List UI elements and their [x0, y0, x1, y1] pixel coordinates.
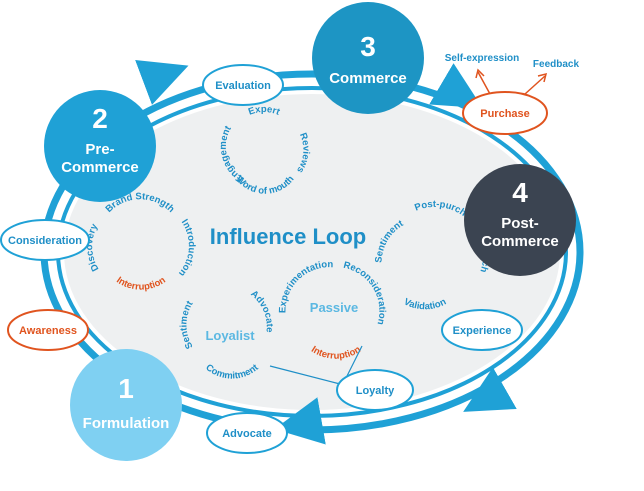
- purchase-branch-right: [524, 75, 546, 95]
- arrowhead-left: [475, 68, 485, 79]
- node-purchase[interactable]: Purchase: [462, 91, 548, 135]
- stage-3-commerce[interactable]: 3 Commerce: [312, 2, 424, 114]
- consideration-label: Consideration: [8, 235, 82, 247]
- stage-2-label-2: Commerce: [61, 159, 139, 176]
- svg-text:Validation: Validation: [402, 296, 448, 312]
- node-advocate[interactable]: Advocate: [206, 412, 288, 454]
- node-loyalty[interactable]: Loyalty: [336, 369, 414, 411]
- ring-arrow-top-right: [429, 63, 483, 109]
- purchase-branch-left: [477, 71, 491, 95]
- loyalty-arrow-loyalist: [269, 365, 341, 385]
- ring-arrow-top-left: [135, 59, 189, 105]
- svg-text:Interruption: Interruption: [114, 275, 168, 293]
- loyalist-center: Loyalist: [205, 328, 255, 343]
- evaluation-label: Evaluation: [215, 80, 271, 92]
- ring-arrow-bottom-right: [463, 367, 517, 412]
- node-evaluation[interactable]: Evaluation: [202, 64, 284, 106]
- stage-2-pre-commerce[interactable]: 2 Pre- Commerce: [44, 90, 156, 202]
- loyalty-arrow-passive: [345, 345, 363, 379]
- arrowhead-right: [537, 72, 548, 83]
- stage-1-number: 1: [118, 373, 134, 404]
- diagram-title: Influence Loop: [210, 224, 366, 249]
- node-consideration[interactable]: Consideration: [0, 219, 90, 261]
- stage-2-label-1: Pre-: [85, 141, 114, 158]
- feedback-label: Feedback: [533, 59, 580, 70]
- stage-3-number: 3: [360, 31, 376, 62]
- node-experience[interactable]: Experience: [441, 309, 523, 351]
- loop-interruption-consideration: Interruption: [114, 275, 168, 293]
- loop-interruption-passive: Interruption: [309, 344, 363, 362]
- stage-4-label-2: Commerce: [481, 233, 559, 250]
- experience-label: Experience: [453, 325, 512, 337]
- self-expression-label: Self-expression: [445, 53, 519, 64]
- passive-center: Passive: [310, 300, 358, 315]
- loop-validation: Validation: [402, 296, 448, 312]
- stage-1-label: Formulation: [83, 415, 170, 432]
- purchase-label: Purchase: [480, 108, 530, 120]
- advocate-label: Advocate: [222, 428, 272, 440]
- stage-2-number: 2: [92, 103, 108, 134]
- node-awareness[interactable]: Awareness: [7, 309, 89, 351]
- svg-text:Interruption: Interruption: [309, 344, 363, 362]
- awareness-label: Awareness: [19, 325, 77, 337]
- stage-3-label: Commerce: [329, 70, 407, 87]
- stage-4-number: 4: [512, 177, 528, 208]
- stage-4-post-commerce[interactable]: 4 Post- Commerce: [464, 164, 576, 276]
- center-ellipse: [64, 94, 560, 410]
- stage-1-formulation[interactable]: 1 Formulation: [70, 349, 182, 461]
- ring-arrow-bottom: [274, 397, 326, 445]
- stage-4-label-1: Post-: [501, 215, 539, 232]
- loyalty-label: Loyalty: [356, 385, 395, 397]
